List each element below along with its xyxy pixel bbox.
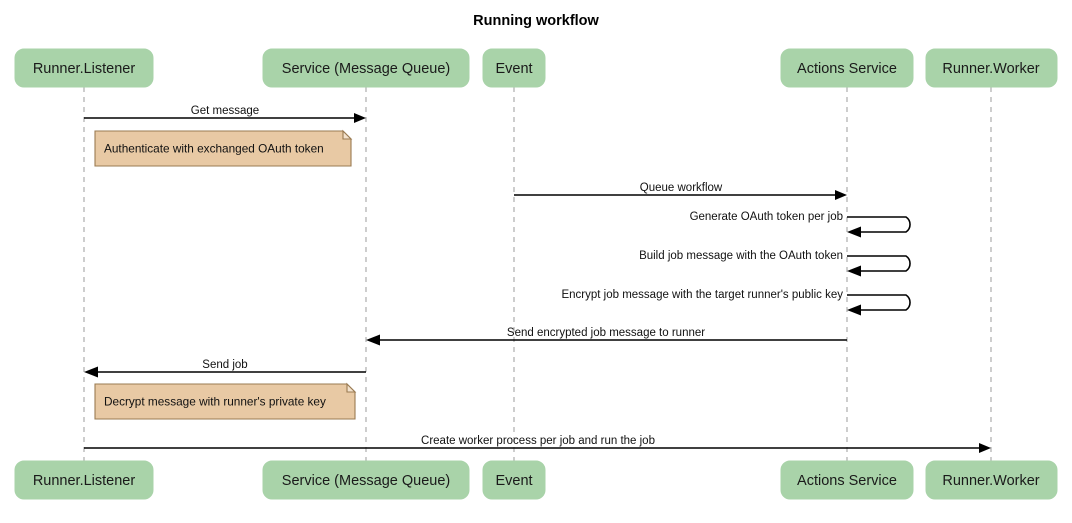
note-label: Authenticate with exchanged OAuth token <box>104 142 324 156</box>
self-loop-path <box>847 255 911 272</box>
arrowhead-left-icon <box>847 304 861 316</box>
message-label: Create worker process per job and run th… <box>421 435 655 447</box>
message-get-message: Get message <box>84 105 366 123</box>
participant-runner-listener-top[interactable]: Runner.Listener <box>14 48 154 88</box>
lifelines-group <box>83 87 992 461</box>
participant-label: Runner.Listener <box>33 61 136 77</box>
participant-box[interactable] <box>925 48 1058 88</box>
message-label: Generate OAuth token per job <box>690 211 843 223</box>
participant-runner-listener-bottom[interactable]: Runner.Listener <box>14 460 154 500</box>
participant-label: Actions Service <box>797 473 897 489</box>
note-label: Decrypt message with runner's private ke… <box>104 395 326 409</box>
message-label: Build job message with the OAuth token <box>639 250 843 262</box>
message-label: Send encrypted job message to runner <box>507 327 705 339</box>
message-queue-workflow: Queue workflow <box>514 182 847 200</box>
note-authenticate: Authenticate with exchanged OAuth token <box>94 129 353 167</box>
participant-box[interactable] <box>14 460 154 500</box>
message-generate-oauth-token-per-job: Generate OAuth token per job <box>690 211 911 238</box>
participant-box[interactable] <box>262 48 470 88</box>
arrowhead-right-icon <box>354 113 366 123</box>
participants-header: Runner.Listener Service (Message Queue) … <box>14 48 1058 88</box>
participant-actions-service-bottom[interactable]: Actions Service <box>780 460 914 500</box>
participant-label: Service (Message Queue) <box>282 473 450 489</box>
participant-box[interactable] <box>780 460 914 500</box>
message-label: Queue workflow <box>640 182 723 194</box>
self-loop-path <box>847 216 911 233</box>
note-shape <box>94 130 352 167</box>
note-fold-corner-icon <box>342 129 353 140</box>
page-title: Running workflow <box>473 13 599 29</box>
message-encrypt-job-message: Encrypt job message with the target runn… <box>561 289 911 316</box>
participant-runner-worker-top[interactable]: Runner.Worker <box>925 48 1058 88</box>
arrowhead-right-icon <box>979 443 991 453</box>
participant-box[interactable] <box>14 48 154 88</box>
arrowhead-left-icon <box>366 334 380 346</box>
participant-label: Event <box>495 473 532 489</box>
message-create-worker-process: Create worker process per job and run th… <box>84 435 991 453</box>
participant-event-top[interactable]: Event <box>482 48 546 88</box>
message-send-encrypted-job-message: Send encrypted job message to runner <box>366 327 847 346</box>
participant-label: Runner.Worker <box>942 473 1039 489</box>
participant-box[interactable] <box>262 460 470 500</box>
participant-event-bottom[interactable]: Event <box>482 460 546 500</box>
message-send-job: Send job <box>84 359 366 378</box>
participant-label: Actions Service <box>797 61 897 77</box>
message-label: Get message <box>191 105 259 117</box>
participant-box[interactable] <box>925 460 1058 500</box>
participant-box[interactable] <box>482 460 546 500</box>
participant-box[interactable] <box>780 48 914 88</box>
participant-box[interactable] <box>482 48 546 88</box>
message-label: Encrypt job message with the target runn… <box>561 289 843 301</box>
arrowhead-left-icon <box>847 226 861 238</box>
arrowhead-left-icon <box>847 265 861 277</box>
participant-runner-worker-bottom[interactable]: Runner.Worker <box>925 460 1058 500</box>
participant-label: Runner.Worker <box>942 61 1039 77</box>
participant-label: Service (Message Queue) <box>282 61 450 77</box>
arrowhead-left-icon <box>84 366 98 378</box>
participants-footer: Runner.Listener Service (Message Queue) … <box>14 460 1058 500</box>
note-decrypt: Decrypt message with runner's private ke… <box>94 382 357 420</box>
note-fold-corner-icon <box>346 382 357 393</box>
participant-label: Event <box>495 61 532 77</box>
self-loop-path <box>847 294 911 311</box>
message-build-job-message: Build job message with the OAuth token <box>639 250 911 277</box>
participant-service-message-queue-bottom[interactable]: Service (Message Queue) <box>262 460 470 500</box>
message-label: Send job <box>202 359 247 371</box>
note-shape <box>94 383 356 420</box>
participant-label: Runner.Listener <box>33 473 136 489</box>
participant-service-message-queue-top[interactable]: Service (Message Queue) <box>262 48 470 88</box>
participant-actions-service-top[interactable]: Actions Service <box>780 48 914 88</box>
arrowhead-right-icon <box>835 190 847 200</box>
